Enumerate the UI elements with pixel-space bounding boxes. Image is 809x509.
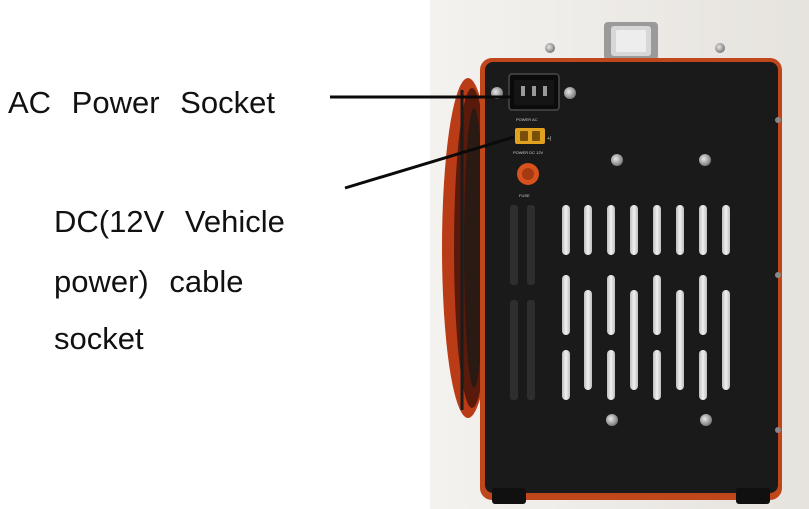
screw	[775, 272, 781, 278]
screw	[699, 154, 711, 166]
screw	[775, 117, 781, 123]
screw	[545, 43, 555, 53]
vent-slots-left	[510, 205, 535, 400]
label-fuse: FUSE	[519, 193, 530, 198]
dc-socket-label-line3: socket	[54, 321, 144, 356]
screw	[606, 414, 618, 426]
screw	[775, 427, 781, 433]
svg-text:+|: +|	[547, 136, 551, 142]
fuse-holder	[517, 163, 539, 185]
ac-power-socket-label: AC Power Socket	[8, 85, 275, 120]
dc-socket-label-line2: power) cable	[54, 264, 244, 299]
dc-cable-socket	[515, 128, 545, 144]
top-handle	[604, 22, 658, 60]
dc-socket-label-line1: DC(12V Vehicle	[54, 204, 285, 239]
rubber-foot	[492, 488, 526, 504]
screw	[715, 43, 725, 53]
ac-power-socket	[508, 73, 560, 111]
label-power-ac: POWER AC	[516, 117, 538, 122]
rubber-foot	[736, 488, 770, 504]
screw	[564, 87, 576, 99]
screw	[700, 414, 712, 426]
screw	[611, 154, 623, 166]
dc-socket-leader-line	[344, 135, 515, 190]
vent-slots	[562, 205, 730, 400]
label-power-dc: POWER DC 12V	[513, 150, 544, 155]
